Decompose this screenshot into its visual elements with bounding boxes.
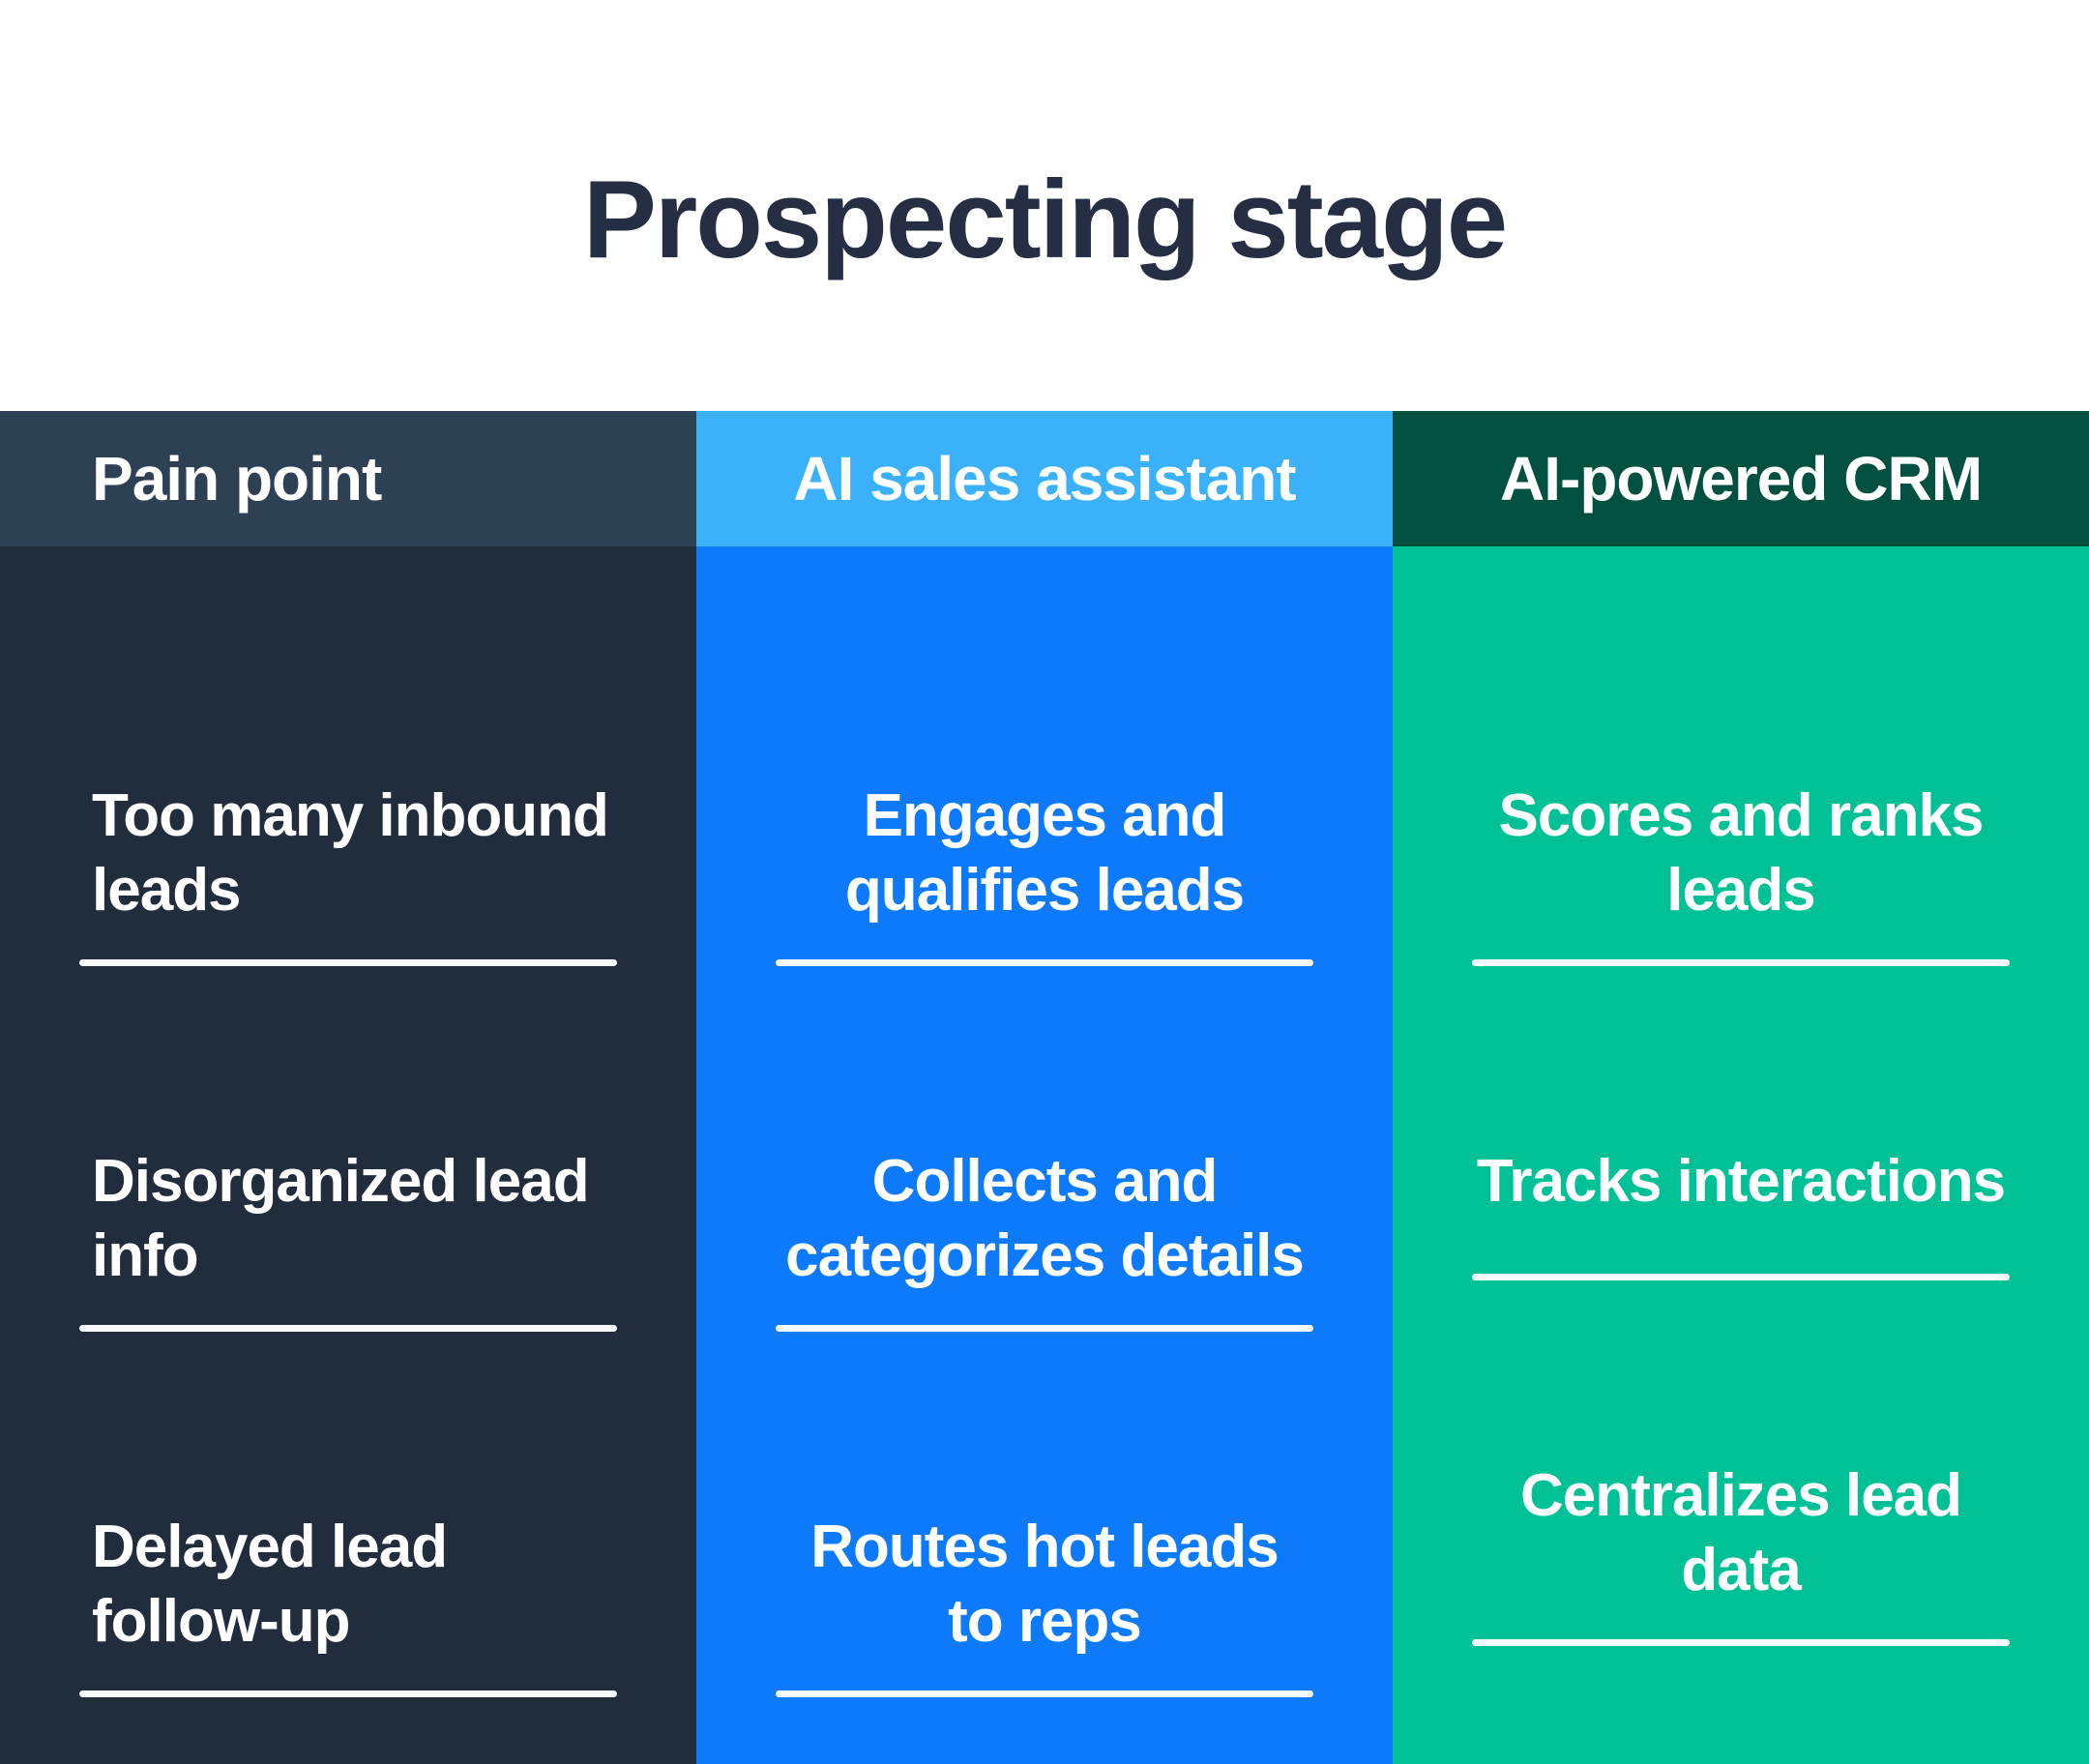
cell-ai-assistant-1: Engages and qualifies leads: [696, 546, 1393, 1003]
cell-text: Tracks interactions: [1476, 1147, 2006, 1215]
cell-divider-line: [776, 1690, 1313, 1697]
cell-text: Centralizes lead data: [1519, 1461, 1962, 1604]
cell-text: Routes hot leads to reps: [810, 1513, 1280, 1656]
cell-ai-crm-1: Scores and ranks leads: [1393, 546, 2089, 1003]
page-title: Prospecting stage: [582, 159, 1508, 281]
column-body-ai-powered-crm: Scores and ranks leads Tracks interactio…: [1393, 546, 2089, 1764]
comparison-table: Pain point Too many inbound leads Disorg…: [0, 411, 2089, 1764]
cell-ai-assistant-3: Routes hot leads to reps: [696, 1368, 1393, 1734]
cell-divider-line: [79, 1690, 617, 1697]
cell-ai-assistant-2: Collects and categorizes details: [696, 1003, 1393, 1368]
cell-divider-line: [79, 959, 617, 966]
column-header-pain-point: Pain point: [0, 411, 696, 546]
cell-text: Scores and ranks leads: [1498, 781, 1985, 925]
cell-ai-crm-3: Centralizes lead data: [1393, 1317, 2089, 1683]
cell-divider-line: [1472, 959, 2010, 966]
cell-divider-line: [776, 959, 1313, 966]
cell-text: Collects and categorizes details: [785, 1147, 1305, 1290]
column-header-ai-sales-assistant: AI sales assistant: [696, 411, 1393, 546]
cell-text: Disorganized lead info: [92, 1147, 590, 1290]
cell-text: Delayed lead follow-up: [92, 1513, 448, 1656]
title-band: Prospecting stage: [0, 0, 2089, 411]
cell-divider-line: [79, 1325, 617, 1332]
cell-pain-point-1: Too many inbound leads: [0, 546, 696, 1003]
column-header-ai-powered-crm: AI-powered CRM: [1393, 411, 2089, 546]
column-ai-sales-assistant: AI sales assistant Engages and qualifies…: [696, 411, 1393, 1764]
cell-divider-line: [776, 1325, 1313, 1332]
cell-pain-point-3: Delayed lead follow-up: [0, 1368, 696, 1734]
column-body-ai-sales-assistant: Engages and qualifies leads Collects and…: [696, 546, 1393, 1764]
cell-ai-crm-2: Tracks interactions: [1393, 1003, 2089, 1317]
cell-text: Too many inbound leads: [92, 781, 609, 925]
cell-pain-point-2: Disorganized lead info: [0, 1003, 696, 1368]
cell-divider-line: [1472, 1274, 2010, 1280]
column-pain-point: Pain point Too many inbound leads Disorg…: [0, 411, 696, 1764]
cell-text: Engages and qualifies leads: [844, 781, 1245, 925]
cell-divider-line: [1472, 1639, 2010, 1646]
column-body-pain-point: Too many inbound leads Disorganized lead…: [0, 546, 696, 1764]
column-ai-powered-crm: AI-powered CRM Scores and ranks leads Tr…: [1393, 411, 2089, 1764]
